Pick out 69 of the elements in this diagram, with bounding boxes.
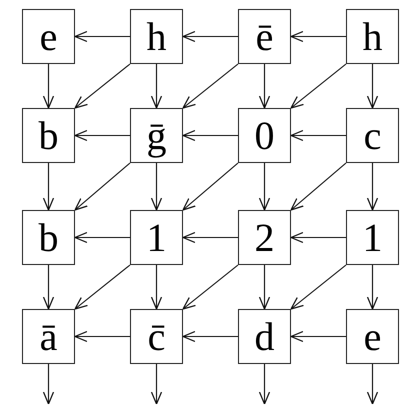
box-label: b [38,116,58,156]
arrow [74,232,130,244]
box-label: c [364,116,382,156]
arrow [42,364,54,405]
arrow [182,232,238,244]
letter-box [346,210,399,265]
arrow [182,330,238,342]
arrow [150,364,162,405]
box-label: h [362,16,382,56]
arrow [42,163,54,211]
letter-box [346,309,399,364]
letter-box [22,108,75,163]
arrow [182,264,238,310]
box-label: ā [40,316,58,356]
arrow [74,130,130,142]
arrow [290,130,346,142]
box-label: d [254,316,274,356]
letter-box [130,108,183,163]
arrow [290,330,346,342]
box-label: b [38,218,58,258]
arrow [74,264,130,310]
box-label: ē [256,16,274,56]
arrow [290,264,346,310]
letter-box [346,108,399,163]
letter-box [346,9,399,64]
arrow [74,30,130,42]
box-label: e [364,316,382,356]
letter-box [130,210,183,265]
arrow [182,162,238,211]
arrow [182,64,238,109]
arrow [150,265,162,310]
arrow [182,130,238,142]
arrow [74,330,130,342]
arrow [42,265,54,310]
box-label: c̄ [148,316,166,356]
arrow [150,64,162,109]
arrow [366,364,378,405]
letter-box [238,210,291,265]
box-label: 2 [254,218,274,258]
arrow [290,64,346,109]
arrow [74,64,130,109]
letter-box [130,9,183,64]
arrow [258,163,270,211]
box-label: 0 [254,116,274,156]
arrow [74,162,130,211]
arrow [182,30,238,42]
letter-box [238,309,291,364]
box-label: e [40,16,58,56]
arrow [290,30,346,42]
letter-box [22,9,75,64]
arrow [366,265,378,310]
box-label: ḡ [146,116,166,156]
arrow [366,163,378,211]
arrow [366,64,378,109]
box-label: 1 [146,218,166,258]
letter-box [238,108,291,163]
arrow [290,232,346,244]
arrow [290,162,346,211]
box-label: h [146,16,166,56]
letter-box [238,9,291,64]
box-label: 1 [362,218,382,258]
letter-box [22,210,75,265]
arrow [258,364,270,405]
arrow [150,163,162,211]
letter-box [22,309,75,364]
arrow [258,64,270,109]
letter-box [130,309,183,364]
arrow [258,265,270,310]
arrow [42,64,54,109]
